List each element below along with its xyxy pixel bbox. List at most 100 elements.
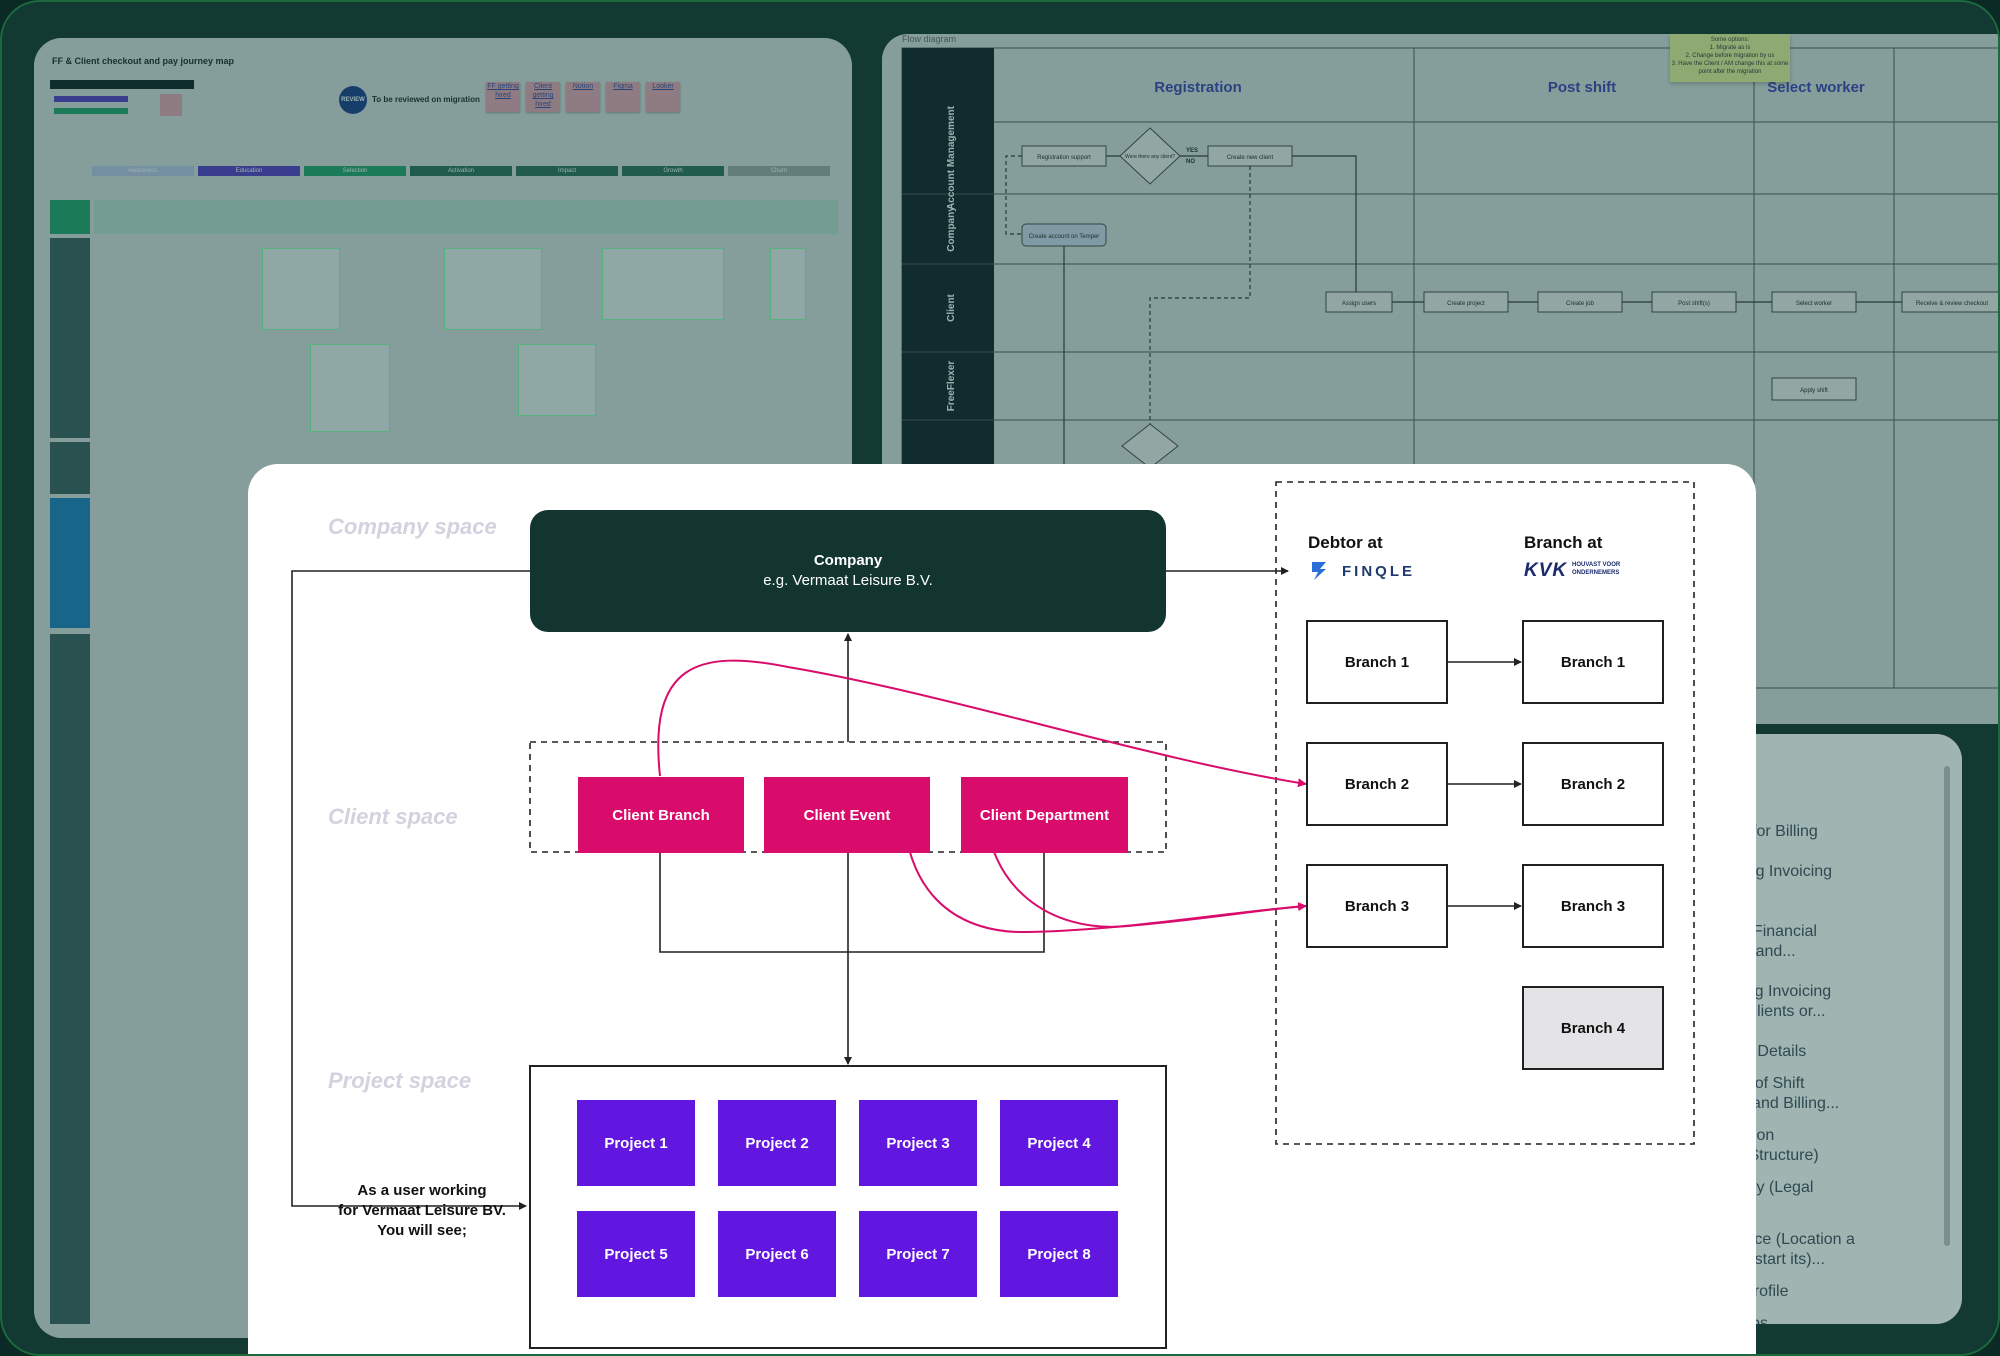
client-department-node: Client Department (961, 777, 1128, 853)
client-branch-node: Client Branch (578, 777, 744, 853)
stage-header-7: Churn (728, 166, 830, 176)
node-label: Apply shift (1800, 388, 1828, 394)
screenshot-card (444, 248, 542, 330)
project-6: Project 6 (718, 1211, 836, 1297)
debtor-branch-1: Branch 1 (1306, 620, 1448, 704)
debtor-header: Debtor at (1308, 533, 1383, 552)
stage-header-4: Activation (410, 166, 512, 176)
client-department-mapping-arrow (985, 805, 1307, 928)
project-7: Project 7 (859, 1211, 977, 1297)
project-8: Project 8 (1000, 1211, 1118, 1297)
client-space-label: Client space (328, 804, 458, 829)
legend-bar (54, 108, 128, 114)
sticky-note: Some options: 1. Migrate as is 2. Change… (1670, 34, 1790, 82)
review-badge-icon: REVIEW (339, 86, 367, 114)
user-note: As a user working for Vermaat Leisure BV… (324, 1176, 520, 1246)
node-label: Assign users (1342, 301, 1376, 307)
journey-map-title: FF & Client checkout and pay journey map (52, 56, 235, 66)
decision-diamond (1119, 127, 1181, 185)
legend-bar (54, 96, 128, 102)
user-note-line: You will see; (377, 1222, 467, 1239)
node-label: Create job (1566, 301, 1594, 307)
node-label: Select worker (1796, 301, 1832, 307)
project-4: Project 4 (1000, 1100, 1118, 1186)
lane-company: Company (946, 206, 957, 252)
node-label: Registration support (1037, 155, 1091, 161)
lane-account-management: Account Management (946, 105, 957, 210)
flow-connector-dashed (1005, 155, 1251, 424)
client-event-node: Client Event (764, 777, 930, 853)
company-node: Company e.g. Vermaat Leisure B.V. (530, 510, 1166, 632)
stage-header-3: Selection (304, 166, 406, 176)
column-post-shift: Post shift (1548, 79, 1616, 96)
screenshot-card (310, 344, 390, 432)
toc-scrollbar[interactable] (1944, 766, 1950, 1246)
column-registration: Registration (1154, 79, 1242, 96)
company-example: e.g. Vermaat Leisure B.V. (763, 572, 933, 589)
project-2: Project 2 (718, 1100, 836, 1186)
project-3: Project 3 (859, 1100, 977, 1186)
row-label-opportunities (50, 498, 90, 628)
kvk-tagline: HOUVAST VOOR ONDERNEMERS (1572, 562, 1621, 576)
screenshot-card (518, 344, 596, 416)
company-space-label: Company space (328, 514, 497, 539)
sticky-link-4[interactable]: Figma (606, 82, 640, 112)
stage-header-2: Education (198, 166, 300, 176)
screenshot-card (262, 248, 340, 330)
hierarchy-diagram-card: Company space Client space Project space… (248, 464, 1756, 1354)
external-registry-group (1275, 481, 1695, 1145)
lane-freeflexer: FreeFlexer (946, 361, 957, 412)
debtor-branch-3: Branch 3 (1306, 864, 1448, 948)
branch-header: Branch at (1524, 533, 1603, 552)
company-title: Company (813, 552, 883, 569)
row-label-user-actions (50, 200, 90, 234)
node-label: Post shift(s) (1678, 301, 1710, 307)
no-label: NO (1186, 159, 1195, 165)
node-label: Receive & review checkout (1916, 301, 1988, 307)
kvk-branch-2: Branch 2 (1522, 742, 1664, 826)
legend-sticky (160, 94, 182, 116)
node-label: Were there any client? (1125, 154, 1175, 160)
sticky-note-line: 1. Migrate as is (1709, 45, 1751, 51)
user-actions-row (94, 200, 838, 234)
screenshot-card (602, 248, 724, 320)
hierarchy-connectors (291, 481, 1695, 1349)
stage-header-6: Growth (622, 166, 724, 176)
kvk-branch-4: Branch 4 (1522, 986, 1664, 1070)
project-5: Project 5 (577, 1211, 695, 1297)
sticky-note-line: Some options: (1710, 37, 1750, 43)
client-bracket-connector (659, 806, 1045, 953)
stage-header-5: Impact (516, 166, 618, 176)
lane-client: Client (946, 293, 957, 321)
sticky-link-1[interactable]: FF getting hired (486, 82, 520, 112)
review-note: To be reviewed on migration (372, 95, 480, 104)
user-view-connector (291, 570, 530, 1210)
finqle-logo-icon (1308, 560, 1330, 582)
sticky-link-2[interactable]: Client getting hired (526, 82, 560, 112)
sticky-note-line: 3. Have the Client / AM change this at s… (1671, 61, 1789, 75)
yes-label: YES (1186, 148, 1198, 154)
client-branch-mapping-arrow (657, 659, 1307, 788)
stage-header-1: Awareness (92, 166, 194, 176)
kvk-branch-1: Branch 1 (1522, 620, 1664, 704)
column-select-worker: Select worker (1767, 79, 1865, 96)
debtor-branch-2: Branch 2 (1306, 742, 1448, 826)
node-label: Create new client (1227, 155, 1274, 161)
node-label: Create account on Temper (1029, 234, 1100, 240)
sticky-link-3[interactable]: Notion (566, 82, 600, 112)
flow-diagram-title: Flow diagram (902, 34, 956, 44)
node-label: Create project (1447, 301, 1485, 307)
row-label-pain-points (50, 442, 90, 494)
finqle-logo-text: FINQLE (1342, 563, 1415, 580)
user-note-line: As a user working (357, 1182, 487, 1199)
project-space-label: Project space (328, 1068, 472, 1093)
legend-header (50, 80, 194, 89)
sticky-note-line: 2. Change before migration by us (1685, 53, 1775, 59)
sticky-link-5[interactable]: Looker (646, 82, 680, 112)
row-label-notes (50, 634, 90, 1324)
screenshot-card (770, 248, 806, 320)
project-1: Project 1 (577, 1100, 695, 1186)
user-note-line: for Vermaat Leisure BV. (338, 1202, 506, 1219)
node-apply-shift (1771, 377, 1857, 401)
